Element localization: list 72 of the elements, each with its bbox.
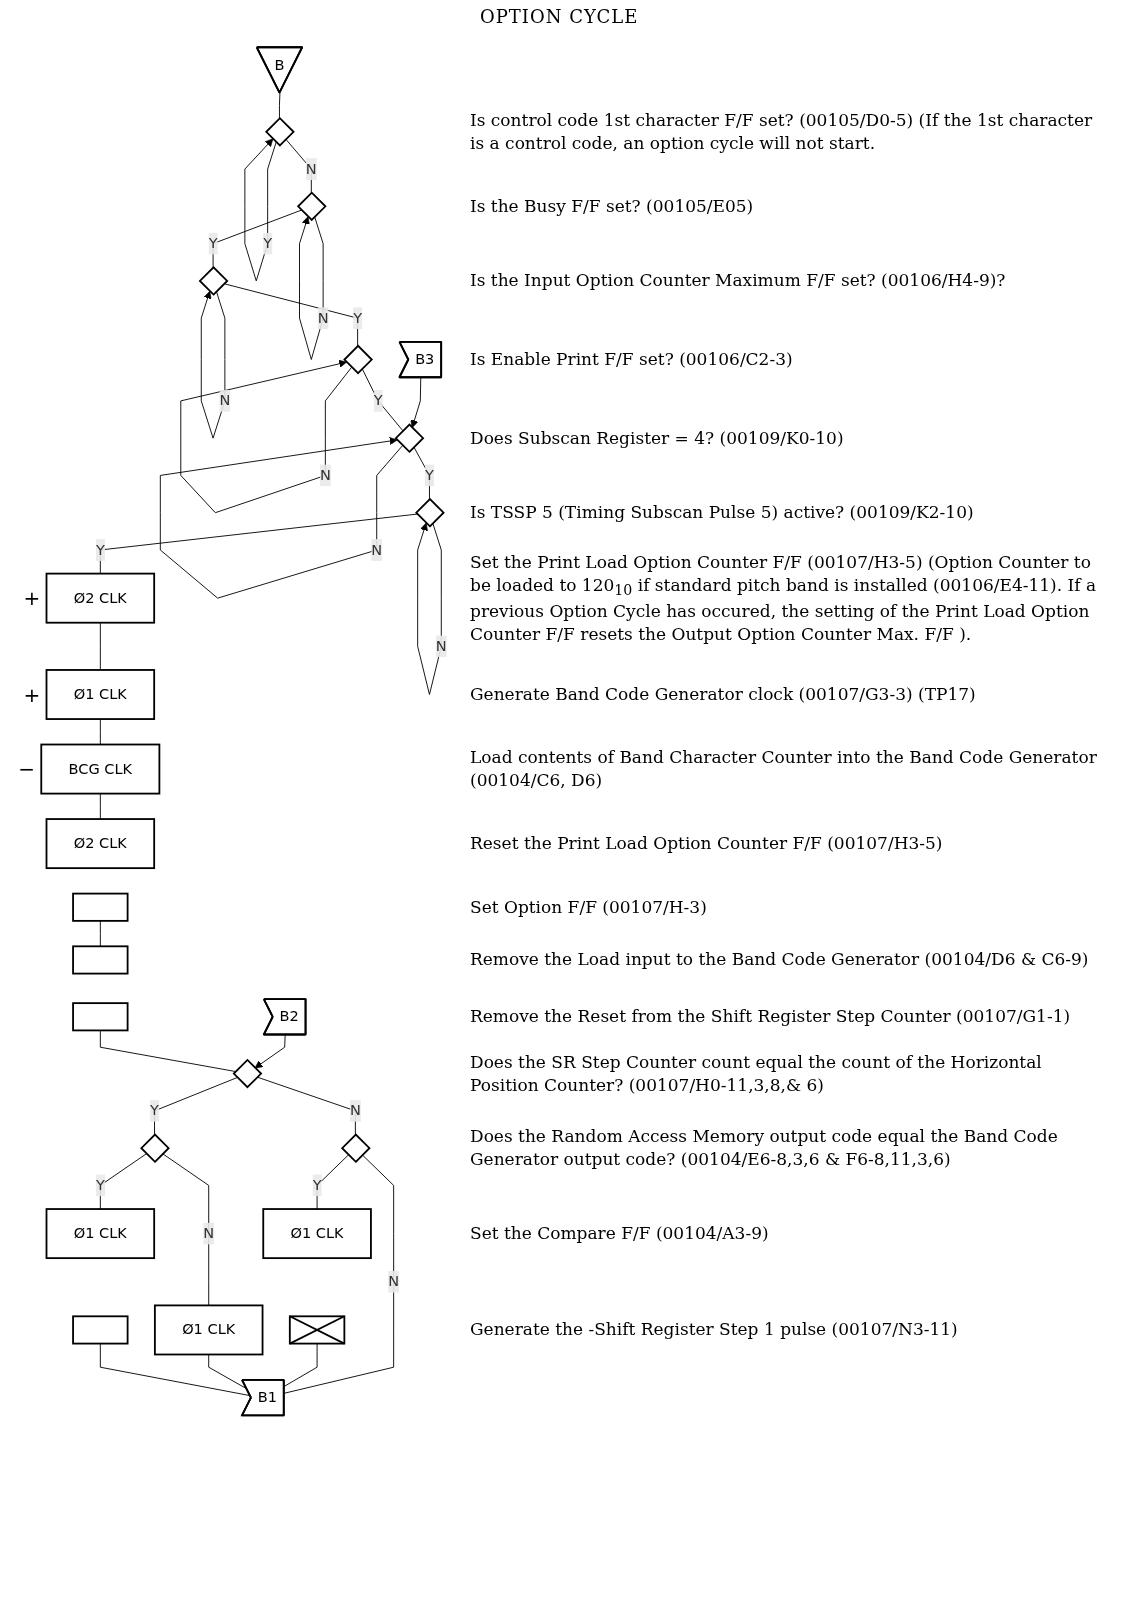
edge-label: Y [95,1176,105,1194]
connector [99,920,101,947]
polarity-sign: + [23,682,41,707]
description-text: Does the Random Access Memory output code equal the Band Code Generator output code? (00104/E6-8,3,6 & F6-8,11,3,6) [470,1125,1059,1171]
node-box: Ø1 CLK [262,1208,372,1260]
description-text: Set the Compare F/F (00104/A3-9) [470,1222,770,1245]
edge-label: Y [425,466,434,484]
description-text: Is TSSP 5 (Timing Subscan Pulse 5) active? (00109/K2-10) [470,501,975,525]
edge-label: N [219,391,231,410]
node-diamond [394,423,425,454]
edge-label: N [371,540,383,559]
description-text: Does Subscan Register = 4? (00109/K0-10) [470,426,845,450]
description-text: Set the Print Load Option Counter F/F (00107/H3-5) (Option Counter to be loaded to 120$_{10}$ if standard pitch band is installed (00106/E4-11). If a previous Option Cycle has occured, the setting of the Print Load Option Counter F/F resets the Output Option Counter Max. F/F ). [470,550,1098,646]
description-text: Is the Input Option Counter Maximum F/F set? (00106/H4-9)? [470,269,1007,293]
node-box [72,1315,129,1345]
connector [162,1153,210,1306]
node-diamond [265,116,295,147]
description-text: Remove the Load input to the Band Code Generator (00104/D6 & C6-9) [470,948,1090,972]
polarity-sign: − [18,757,36,782]
node-diamond [340,1133,371,1164]
connector [99,718,101,745]
node-diamond [140,1133,170,1164]
edge-label: N [305,159,317,178]
connector [212,209,302,268]
description-text: Set Option F/F (00107/H-3) [470,895,708,919]
edge-label: N [203,1224,215,1242]
edge-label: N [319,466,331,484]
node-diamond [296,191,327,222]
connector [256,1076,356,1135]
description-text: Remove the Reset from the Shift Register Step Counter (00107/G1-1) [470,1005,1072,1029]
node-box: Ø1 CLK [45,669,156,720]
connector [99,622,101,671]
description-text: Is control code 1st character F/F set? (00105/D0-5) (If the 1st character is a control code, an option cycle will not start. [470,108,1094,155]
node-box: BCG CLK [40,743,161,795]
edge-label: Y [150,1101,159,1120]
node-box [72,1002,129,1032]
polarity-sign: + [23,586,41,611]
node-diamond [415,497,445,528]
connector [279,92,281,119]
node-box: Ø2 CLK [45,818,156,870]
edge-label: Y [373,391,383,410]
connector [154,1077,238,1135]
node-box: Ø1 CLK [45,1208,156,1260]
description-text: Is Enable Print F/F set? (00106/C2-3) [470,348,794,371]
node-box [72,892,129,922]
node-diamond [198,265,229,296]
edge-label: N [388,1272,400,1290]
description-text: Generate the -Shift Register Step 1 pulse (00107/N3-11) [470,1318,959,1342]
description-text: Load contents of Band Character Counter into the Band Code Generator (00104/C6, D6) [470,746,1098,792]
connector [99,793,101,820]
connector [361,368,404,432]
description-text: Generate Band Code Generator clock (00107/G3-3) (TP17) [470,683,977,706]
title: OPTION CYCLE [480,6,639,27]
node-diamond [343,344,373,375]
edge-label: Y [95,540,105,559]
edge-label: N [317,309,329,327]
connector [99,513,418,575]
connector [99,1029,236,1072]
node-box: Ø1 CLK [153,1304,264,1356]
description-text: Is the Busy F/F set? (00105/E05) [470,194,755,218]
edge-label: Y [353,309,363,327]
node-diamond [232,1058,263,1089]
edge-label: Y [312,1176,322,1194]
edge-label: N [349,1101,361,1120]
connector [99,1343,251,1397]
edge-label: N [435,637,447,655]
edge-label: Y [263,234,273,252]
node-box [72,945,129,975]
description-text: Does the SR Step Counter count equal the count of the Horizontal Position Counter? (00107/H0-11,3,8,& 6) [470,1050,1043,1097]
edge-label: Y [208,234,218,252]
node-box: Ø2 CLK [45,572,156,624]
description-text: Reset the Print Load Option Counter F/F (00107/H3-5) [470,832,944,856]
